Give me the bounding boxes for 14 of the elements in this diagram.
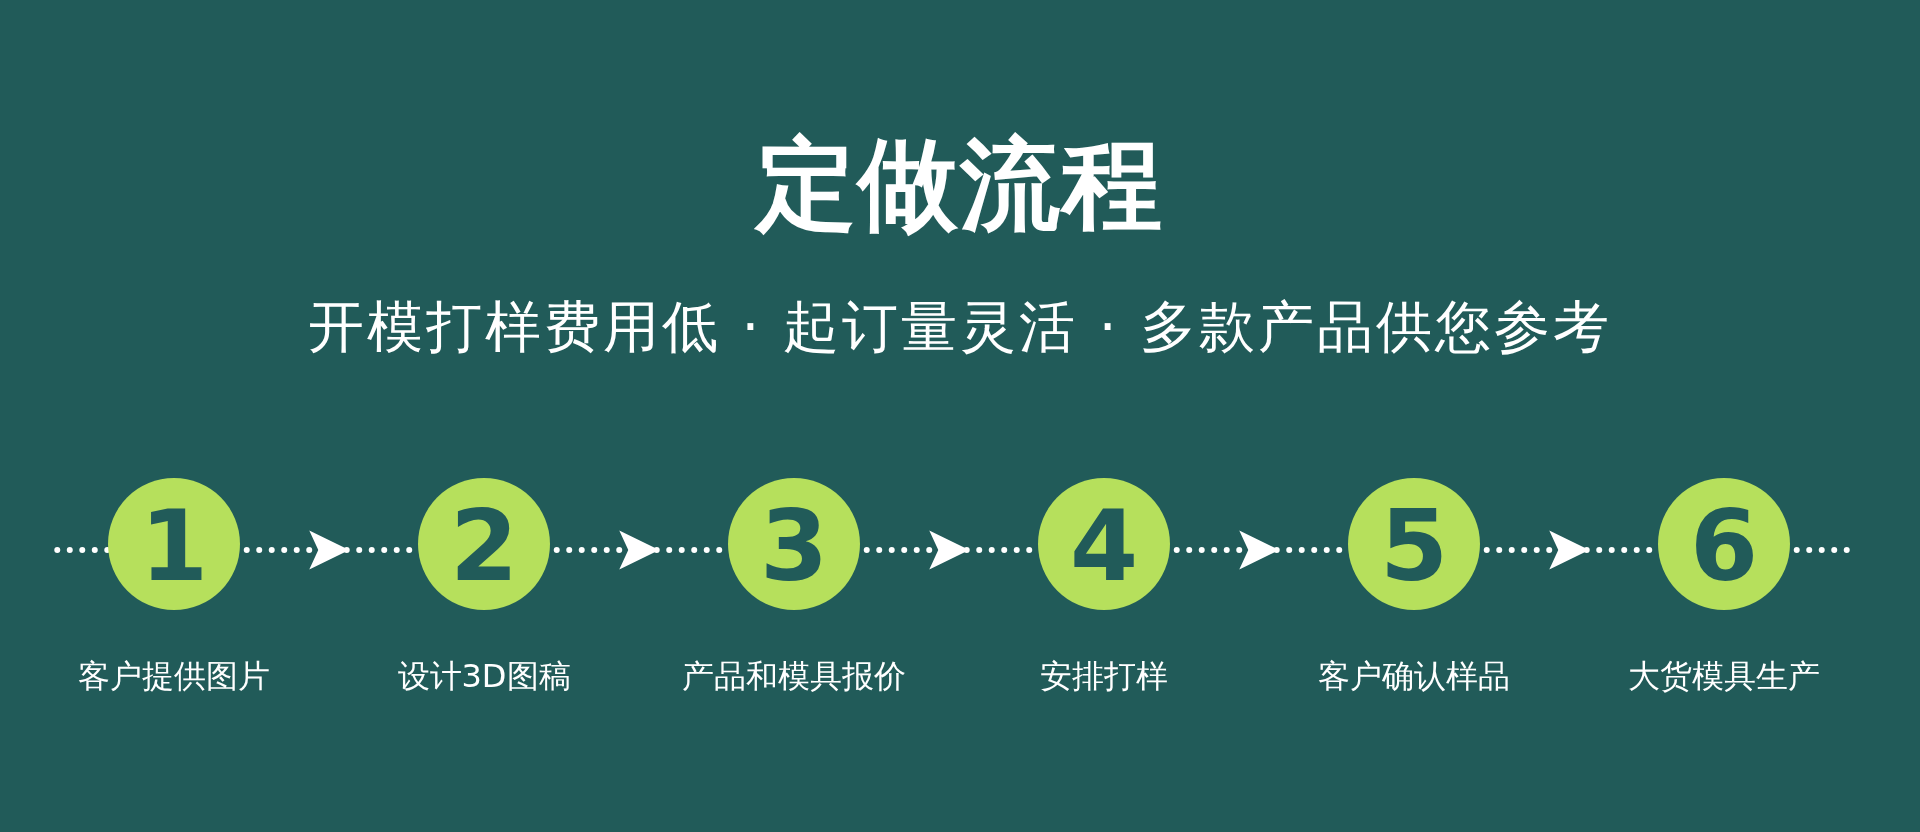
step-caption: 客户提供图片 [78, 658, 270, 695]
step-number: 6 [1689, 503, 1759, 585]
step-caption: 大货模具生产 [1628, 658, 1820, 695]
step-number: 1 [139, 503, 209, 585]
step-number: 3 [759, 503, 829, 585]
step-number: 5 [1379, 503, 1449, 585]
step-caption: 设计3D图稿 [397, 658, 571, 695]
step-caption: 产品和模具报价 [682, 658, 906, 695]
title: 定做流程 [756, 132, 1164, 237]
step-caption: 客户确认样品 [1318, 658, 1510, 695]
subtitle: 开模打样费用低 · 起订量灵活 · 多款产品供您参考 [307, 296, 1613, 358]
step-number: 2 [449, 503, 519, 585]
step-caption: 安排打样 [1040, 658, 1168, 695]
step-number: 4 [1069, 503, 1139, 585]
